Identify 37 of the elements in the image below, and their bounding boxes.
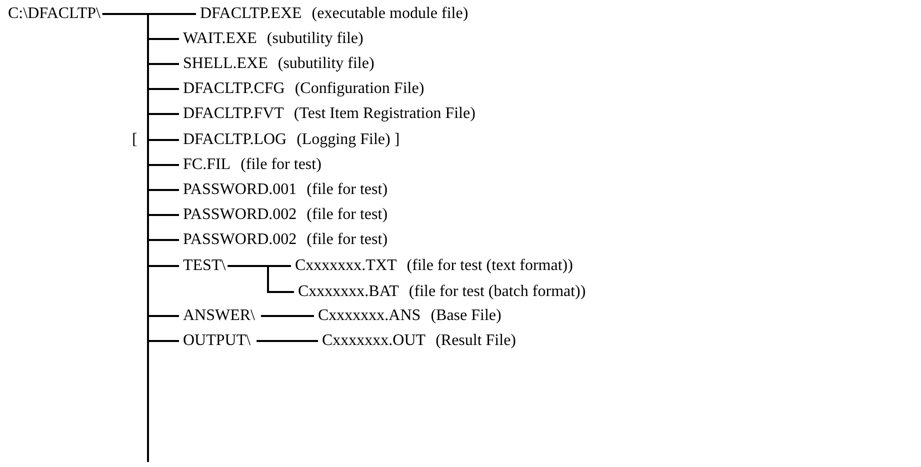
file-name: Cxxxxxxx.ANS <box>318 306 421 326</box>
file-name: PASSWORD.002 <box>183 205 297 225</box>
file-name: FC.FIL <box>183 155 231 175</box>
file-description: (Test Item Registration File) <box>294 104 476 124</box>
connector-line <box>228 265 294 293</box>
connector-line <box>256 340 318 342</box>
file-description: (file for test) <box>306 205 388 225</box>
folder-name: ANSWER\ <box>183 306 255 326</box>
bracket: ] <box>394 130 400 150</box>
file-description: (Configuration File) <box>294 79 424 99</box>
file-name: DFACLTP.EXE <box>200 4 302 24</box>
file-name: Cxxxxxxx.BAT <box>298 282 399 302</box>
file-name: SHELL.EXE <box>183 54 268 74</box>
file-name: Cxxxxxxx.OUT <box>322 331 426 351</box>
folder-name: OUTPUT\ <box>183 331 251 351</box>
file-name: WAIT.EXE <box>183 29 257 49</box>
file-description: (file for test) <box>306 230 388 250</box>
file-description: (file for test) <box>240 155 322 175</box>
file-description: (file for test) <box>306 180 388 200</box>
file-description: (executable module file) <box>312 4 468 24</box>
bracket: [ <box>132 130 138 150</box>
file-name: PASSWORD.001 <box>183 180 297 200</box>
folder-name: C:\DFACLTP\ <box>8 4 100 24</box>
file-description: (Result File) <box>436 331 516 351</box>
file-description: (file for test (batch format)) <box>408 282 586 302</box>
file-name: Cxxxxxxx.TXT <box>295 256 397 276</box>
file-description: (Logging File) <box>296 130 390 150</box>
file-description: (Base File) <box>430 306 502 326</box>
file-description: (subutility file) <box>278 54 374 74</box>
file-description: (subutility file) <box>266 29 364 49</box>
file-name: DFACLTP.CFG <box>183 79 285 99</box>
file-description: (file for test (text format)) <box>406 256 573 276</box>
file-name: DFACLTP.LOG <box>183 130 287 150</box>
file-name: DFACLTP.FVT <box>183 104 284 124</box>
connector-line <box>261 315 314 317</box>
file-name: PASSWORD.002 <box>183 230 297 250</box>
folder-name: TEST\ <box>183 256 226 276</box>
